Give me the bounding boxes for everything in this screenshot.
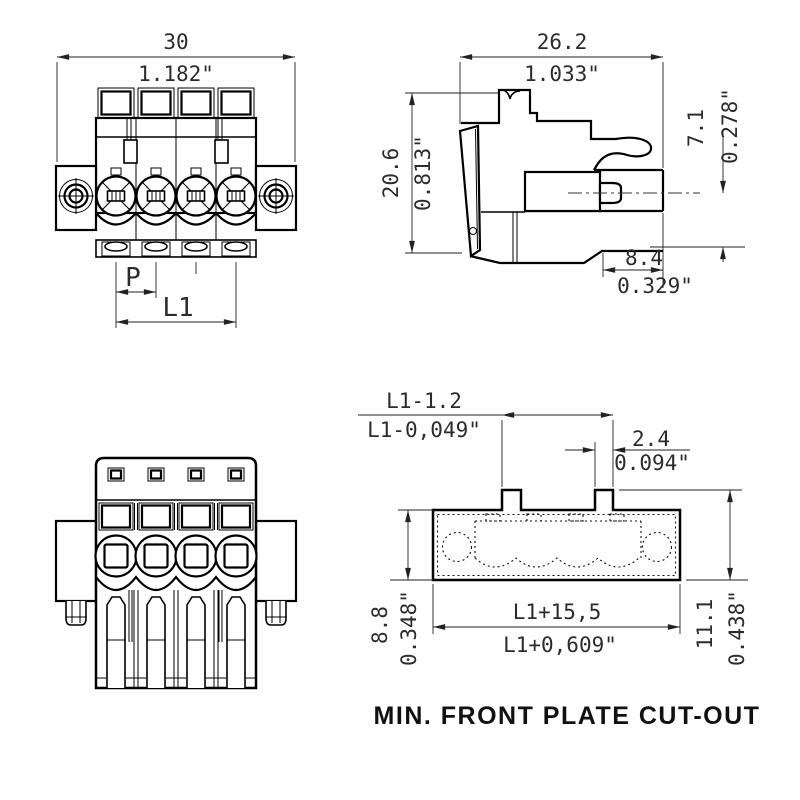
dim-tab-span-mm: L1-1.2 [386,389,462,413]
side-view-pin-depth-dimension: 8.4 0.329" [602,213,693,298]
side-view-pin-offset-dimension: 7.1 0.278" [650,88,745,262]
cutout-clearance-outline [436,513,677,577]
dim-length-label: L1 [162,293,193,323]
side-view-depth-dimension: 26.2 1.033" [459,30,664,168]
front-view-flange-left [54,519,98,626]
top-view-screws [95,167,257,217]
dim-cutout-height-in: 0.348" [397,590,421,666]
dim-side-height-in: 0.813" [411,135,435,211]
top-view-terminals [97,87,255,119]
cutout-connector-silhouette [474,513,642,568]
dim-tab-width-in: 0.094" [614,451,690,475]
front-view-flange-right [254,519,298,626]
cutout-screw-circle-left [441,531,473,563]
dim-side-depth-mm: 26.2 [537,30,588,54]
top-view-flange-left [54,164,98,232]
dim-tab-width-mm: 2.4 [632,427,670,451]
dim-pin-offset-in: 0.278" [718,88,742,164]
cutout-width-dimension: L1+15,5 L1+0,609" [432,584,681,657]
cutout-total-height-dimension: 11.1 0.438" [619,489,749,666]
cutout-tab-span-dimension: L1-1.2 L1-0,049" [358,389,614,487]
dim-cutout-width-mm: L1+15,5 [513,600,602,624]
front-view-body [94,456,258,690]
dim-pin-offset-mm: 7.1 [684,109,708,147]
front-view [54,456,298,690]
top-view: 30 1.182" [54,30,298,328]
top-view-pin-strip [95,239,257,258]
dim-side-height-mm: 20.6 [379,148,403,199]
cutout-height-dimension: 8.8 0.348" [368,509,433,666]
top-view-flange-right [254,164,298,232]
side-view-body [461,88,665,265]
dim-top-width-mm: 30 [163,30,188,54]
dim-pin-depth-in: 0.329" [617,274,693,298]
dim-cutout-height-mm: 8.8 [368,606,392,644]
side-view-lever [458,124,482,258]
dim-tab-span-in: L1-0,049" [367,418,481,442]
cutout-view: L1-1.2 L1-0,049" 2.4 0.094" [358,389,761,730]
side-view-height-dimension: 20.6 0.813" [379,92,500,254]
dim-total-height-in: 0.438" [725,590,749,666]
top-view-pitch-dimension: P L1 [115,262,237,328]
cutout-tab-width-dimension: 2.4 0.094" [565,427,690,487]
cutout-screw-circle-right [641,531,673,563]
top-view-width-dimension: 30 1.182" [56,30,296,162]
cutout-outline [431,488,682,582]
dim-top-width-in: 1.182" [138,62,214,86]
dim-total-height-mm: 11.1 [693,599,717,650]
side-view-pin [598,181,623,205]
dim-side-depth-in: 1.033" [524,62,600,86]
dim-pin-depth-mm: 8.4 [625,246,663,270]
cutout-caption: MIN. FRONT PLATE CUT-OUT [374,702,761,730]
dim-cutout-width-in: L1+0,609" [503,633,617,657]
side-view: 26.2 1.033" 20.6 0.813" [379,30,745,298]
dim-pitch-label: P [125,263,141,293]
